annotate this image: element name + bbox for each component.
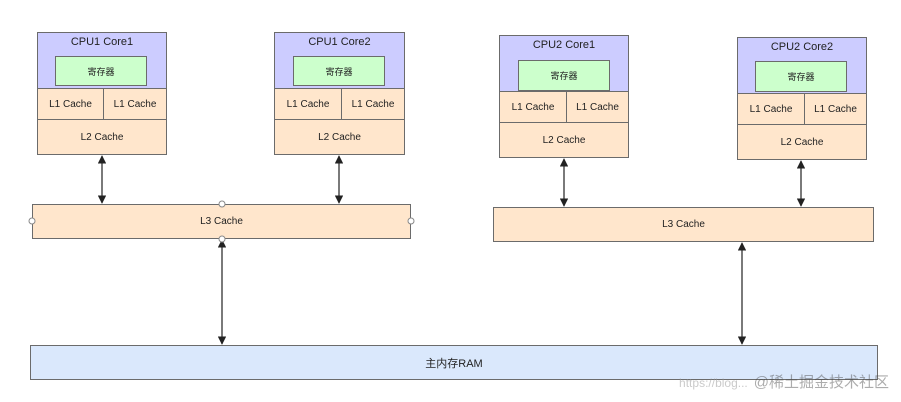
cpu2-core2-register: 寄存器 (755, 61, 847, 92)
selection-handle-left (28, 217, 36, 225)
cpu1-core2-l2-cache: L2 Cache (274, 119, 405, 155)
selection-handle-bottom (218, 235, 226, 243)
cpu2-core1-l2-cache: L2 Cache (499, 122, 629, 158)
cpu2-core2-l1-cache-left: L1 Cache (737, 93, 805, 125)
cpu2-core1-register: 寄存器 (518, 60, 610, 91)
cpu1-core2-register: 寄存器 (293, 56, 385, 86)
cpu2-core2-title: CPU2 Core2 (770, 41, 834, 53)
watermark: https://blog... @稀土掘金技术社区 (679, 371, 889, 392)
cpu1-core1-l1-cache-left: L1 Cache (37, 88, 104, 120)
watermark-text: @稀土掘金技术社区 (753, 374, 889, 391)
selection-handle-right (407, 217, 415, 225)
cpu1-core1-register: 寄存器 (55, 56, 147, 86)
cpu2-core2-l1-cache-right: L1 Cache (804, 93, 867, 125)
selection-handle-top (218, 200, 226, 208)
cpu1-l3-cache: L3 Cache (32, 204, 411, 239)
cpu2-core1-l1-cache-right: L1 Cache (566, 91, 629, 123)
main-memory-ram: 主内存RAM (30, 345, 878, 380)
cpu2-core2-l2-cache: L2 Cache (737, 124, 867, 160)
cpu2-l3-cache: L3 Cache (493, 207, 874, 242)
cpu1-core1-l1-cache-right: L1 Cache (103, 88, 167, 120)
watermark-url: https://blog... (679, 376, 748, 390)
cpu2-core1-title: CPU2 Core1 (532, 39, 596, 51)
cpu1-core2-title: CPU1 Core2 (308, 36, 371, 48)
cpu1-core1-l2-cache: L2 Cache (37, 119, 167, 155)
cpu1-core2-l1-cache-right: L1 Cache (341, 88, 405, 120)
cpu1-core1-title: CPU1 Core1 (70, 36, 134, 48)
